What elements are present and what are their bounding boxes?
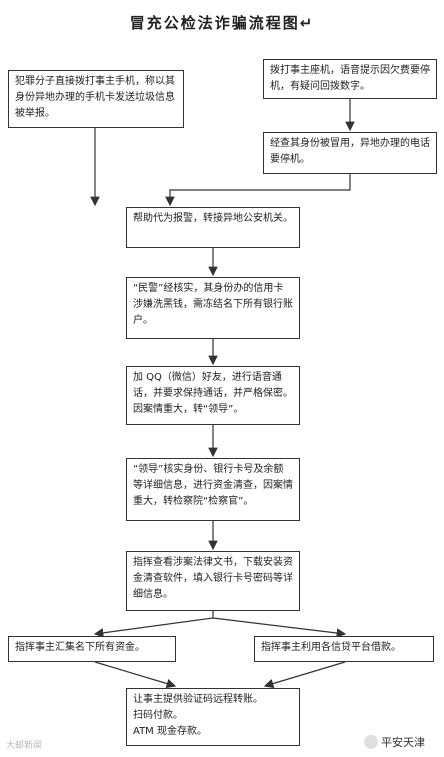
flow-node-n11: 让事主提供验证码远程转账。 扫码付款。 ATM 现金存款。: [126, 688, 300, 746]
connector-n8-n10: [212, 617, 347, 638]
flow-node-n8: 指挥查看涉案法律文书，下载安装资金清查软件，填入银行卡号密码等详细信息。: [126, 551, 300, 611]
flow-node-n10: 指挥事主利用各信贷平台借款。: [254, 636, 434, 662]
flow-node-n2: 拨打事主座机，语音提示因欠费要停机，有疑问回拨数字。: [263, 59, 437, 99]
watermark-right: 平安天津: [364, 734, 425, 750]
connector-n8-n9: [93, 611, 214, 638]
watermark-left: 大邮新闻: [6, 741, 43, 751]
flow-node-n7: “领导”核实身份、银行卡号及余额等详细信息，进行资金清查，因案情重大，转检察院“…: [126, 458, 300, 521]
flow-node-n3: 经查其身份被冒用，异地办理的电话要停机。: [263, 132, 437, 174]
flow-node-n4: 帮助代为报警，转接异地公安机关。: [126, 207, 300, 248]
watermark-right-label: 平安天津: [381, 736, 425, 749]
connector-n10-n11: [263, 661, 346, 689]
police-badge-icon: [364, 735, 378, 749]
flow-node-n9: 指挥事主汇集名下所有资金。: [8, 636, 176, 662]
connector-n9-n11: [94, 661, 177, 689]
diagram-title: 冒充公检法诈骗流程图↵: [129, 14, 315, 32]
flow-node-n6: 加 QQ（微信）好友，进行语音通话，并要求保持通话，并严格保密。因案情重大，转“…: [126, 366, 300, 425]
flow-node-n1: 犯罪分子直接拨打事主手机，称以其身份异地办理的手机卡发送垃圾信息被举报。: [8, 70, 184, 128]
connector-n3-n4: [165, 174, 351, 207]
flow-node-n5: “民警”经核实，其身份办的信用卡涉嫌洗黑钱，需冻结名下所有银行账户。: [126, 277, 300, 339]
